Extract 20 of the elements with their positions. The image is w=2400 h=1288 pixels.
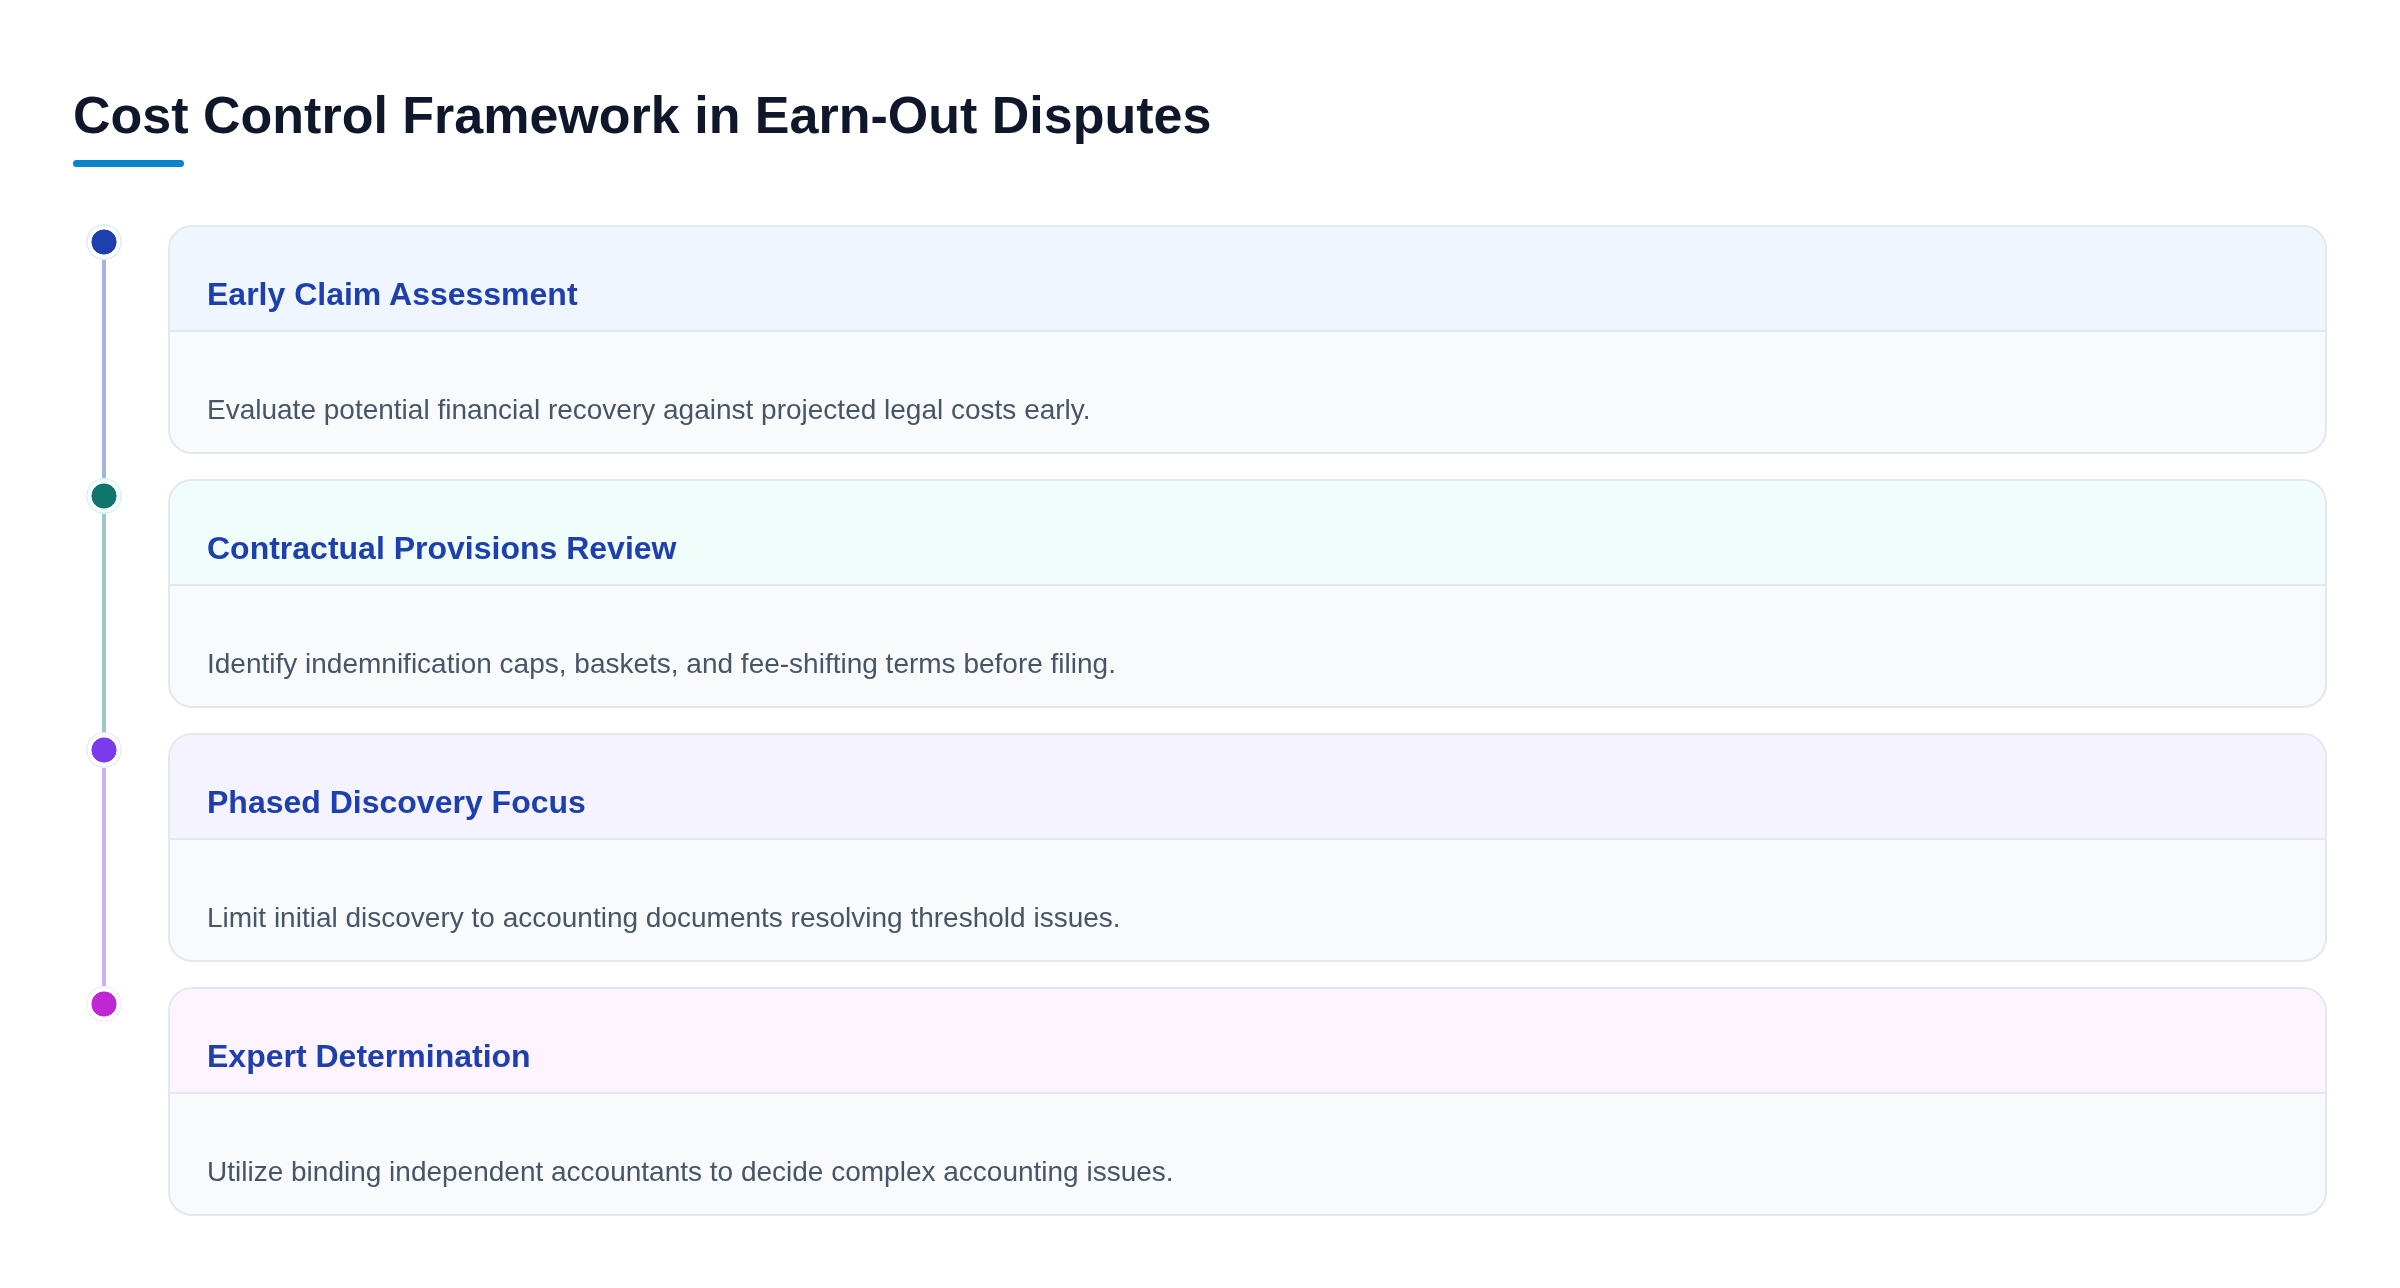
step-description: Limit initial discovery to accounting documents resolving threshold issues. [207,900,1121,935]
timeline-dot [86,478,122,514]
diagram-title: Cost Control Framework in Earn-Out Disputes [73,85,1212,146]
step-card [168,225,2327,454]
step-heading: Early Claim Assessment [207,274,578,313]
timeline-connector [102,260,106,478]
step-card [168,733,2327,962]
step-heading: Contractual Provisions Review [207,528,677,567]
step-description: Utilize binding independent accountants to decide complex accounting issues. [207,1154,1174,1189]
step-card [168,479,2327,708]
timeline-dot [86,224,122,260]
timeline-connector [102,514,106,732]
step-description: Evaluate potential financial recovery against projected legal costs early. [207,392,1091,427]
timeline-dot [86,732,122,768]
timeline-dot [86,986,122,1022]
step-description: Identify indemnification caps, baskets, and fee-shifting terms before filing. [207,646,1116,681]
step-heading: Expert Determination [207,1036,531,1075]
timeline-connector [102,768,106,986]
step-heading: Phased Discovery Focus [207,782,586,821]
step-card [168,987,2327,1216]
